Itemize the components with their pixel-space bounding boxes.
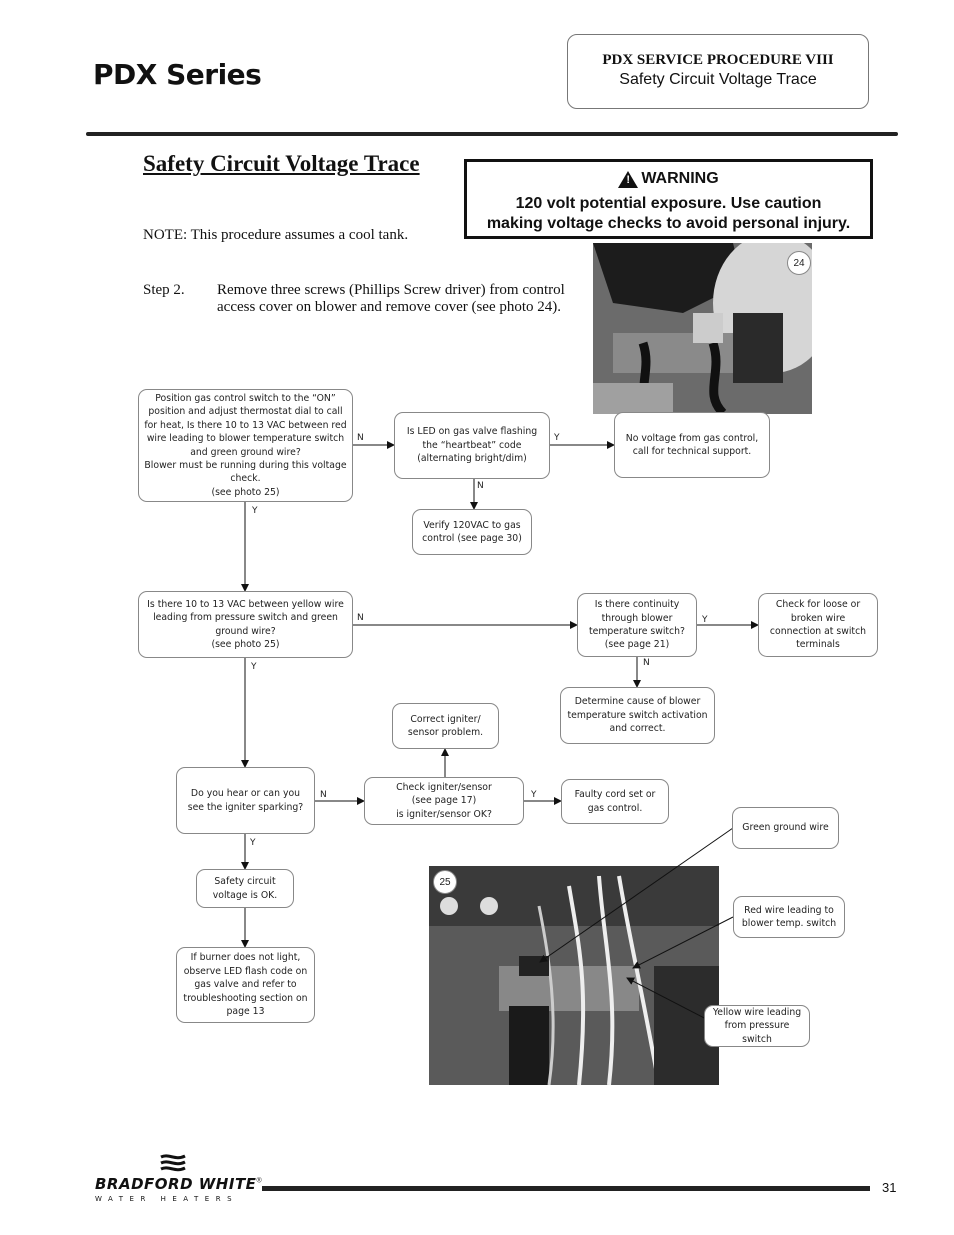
procedure-title: PDX SERVICE PROCEDURE VIII bbox=[602, 52, 834, 68]
label-n1-n5: Y bbox=[252, 506, 258, 516]
flow-node-blower-switch-cause: Determine cause of blower temperature sw… bbox=[560, 687, 715, 744]
label-n5-n6: N bbox=[357, 613, 364, 623]
brand-subtitle: WATER HEATERS bbox=[95, 1195, 239, 1203]
callout-line-red bbox=[632, 916, 734, 969]
label-n5-n10: Y bbox=[251, 662, 257, 672]
flow-node-voltage-ok: Safety circuit voltage is OK. bbox=[196, 869, 294, 908]
page-number: 31 bbox=[882, 1180, 897, 1195]
procedure-subtitle: Safety Circuit Voltage Trace bbox=[619, 71, 817, 88]
label-n6-n7: Y bbox=[702, 615, 708, 625]
flow-node-faulty-cord: Faulty cord set or gas control. bbox=[561, 779, 669, 824]
label-n6-n8: N bbox=[643, 658, 650, 668]
flow-node-verify-120vac: Verify 120VAC to gas control (see page 3… bbox=[412, 509, 532, 555]
label-n11-n12: Y bbox=[531, 790, 537, 800]
label-n10-n13: Y bbox=[250, 838, 256, 848]
warning-line-1: 120 volt potential exposure. Use caution bbox=[515, 194, 822, 212]
flow-node-continuity-check: Is there continuity through blower tempe… bbox=[577, 593, 697, 657]
flow-node-igniter-sparking: Do you hear or can you see the igniter s… bbox=[176, 767, 315, 834]
warning-triangle-icon: ! bbox=[618, 170, 639, 188]
brand-name: BRADFORD WHITE bbox=[95, 1175, 257, 1193]
callout-line-yellow bbox=[626, 977, 713, 1023]
footer-rule bbox=[262, 1186, 870, 1191]
flow-node-no-voltage: No voltage from gas control, call for te… bbox=[614, 412, 770, 478]
section-title: Safety Circuit Voltage Trace bbox=[143, 151, 420, 176]
label-n10-n11: N bbox=[320, 790, 327, 800]
photo-25-badge: 25 bbox=[433, 870, 457, 894]
flow-node-correct-igniter: Correct igniter/ sensor problem. bbox=[392, 703, 499, 749]
callout-yellow-wire: Yellow wire leading from pressure switch bbox=[704, 1005, 810, 1047]
step-label: Step 2. bbox=[143, 282, 185, 298]
photo-24: 24 bbox=[593, 243, 812, 414]
header-rule bbox=[86, 132, 898, 136]
photo-25: 25 bbox=[429, 866, 719, 1085]
warning-box: ! WARNING 120 volt potential exposure. U… bbox=[464, 159, 873, 239]
brand-logo: BRADFORD WHITE® WATER HEATERS bbox=[95, 1154, 262, 1203]
warning-heading: WARNING bbox=[641, 170, 719, 187]
label-n2-n4: N bbox=[477, 481, 484, 491]
callout-line-green bbox=[539, 827, 734, 963]
series-title: PDX Series bbox=[93, 58, 262, 91]
flow-node-check-igniter: Check igniter/sensor (see page 17) is ig… bbox=[364, 777, 524, 825]
label-n1-n2: N bbox=[357, 433, 364, 443]
procedure-box: PDX SERVICE PROCEDURE VIII Safety Circui… bbox=[567, 34, 869, 109]
flow-node-burner-not-light: If burner does not light, observe LED fl… bbox=[176, 947, 315, 1023]
callout-red-wire: Red wire leading to blower temp. switch bbox=[733, 896, 845, 938]
flow-node-yellow-wire-voltage: Is there 10 to 13 VAC between yellow wir… bbox=[138, 591, 353, 658]
flow-node-gas-control-voltage-check: Position gas control switch to the “ON” … bbox=[138, 389, 353, 502]
brand-registered-mark: ® bbox=[256, 1177, 262, 1185]
flow-node-led-heartbeat: Is LED on gas valve flashing the “heartb… bbox=[394, 412, 550, 479]
warning-line-2: making voltage checks to avoid personal … bbox=[486, 214, 851, 232]
label-n2-n3: Y bbox=[554, 433, 560, 443]
brand-flag-icon bbox=[160, 1154, 186, 1172]
step-text: Remove three screws (Phillips Screw driv… bbox=[217, 282, 565, 315]
callout-green-ground-wire: Green ground wire bbox=[732, 807, 839, 849]
photo-24-badge: 24 bbox=[787, 251, 811, 275]
section-note: NOTE: This procedure assumes a cool tank… bbox=[143, 227, 409, 243]
flow-node-loose-wire: Check for loose or broken wire connectio… bbox=[758, 593, 878, 657]
